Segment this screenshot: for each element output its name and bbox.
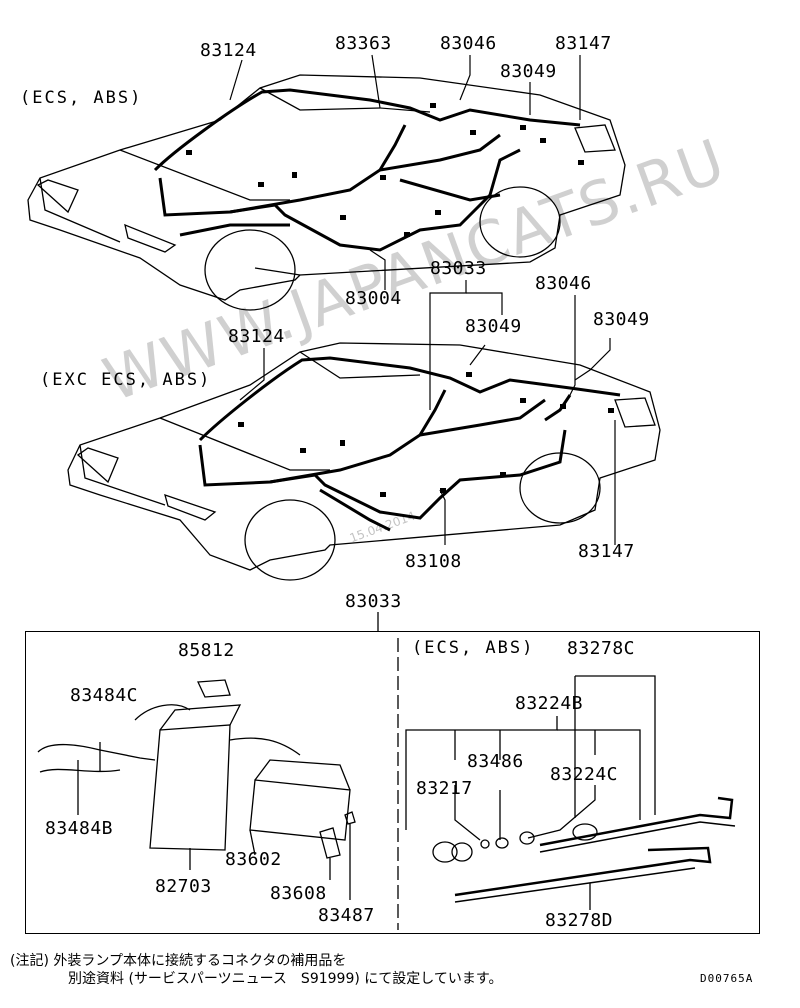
- part-label-83484B[interactable]: 83484B: [45, 818, 114, 839]
- mid-variant-label: (EXC ECS, ABS): [40, 370, 212, 390]
- box-variant-label: (ECS, ABS): [412, 638, 535, 658]
- top-variant-label: (ECS, ABS): [20, 88, 143, 108]
- part-label-85812[interactable]: 85812: [178, 640, 235, 661]
- part-label-83608[interactable]: 83608: [270, 883, 327, 904]
- part-label-83049-top[interactable]: 83049: [500, 61, 557, 82]
- top-car-harness: [153, 88, 581, 252]
- part-label-83363[interactable]: 83363: [335, 33, 392, 54]
- leaders-mid: [239, 280, 616, 545]
- part-label-83124-mid[interactable]: 83124: [228, 326, 285, 347]
- junction-detail-box: [25, 631, 760, 934]
- part-label-83217[interactable]: 83217: [416, 778, 473, 799]
- part-label-83147-mid[interactable]: 83147: [578, 541, 635, 562]
- mid-car-harness: [198, 356, 621, 532]
- part-label-83487[interactable]: 83487: [318, 905, 375, 926]
- part-label-83278D[interactable]: 83278D: [545, 910, 614, 931]
- part-label-83049-mid-a[interactable]: 83049: [465, 316, 522, 337]
- part-label-83108[interactable]: 83108: [405, 551, 462, 572]
- diagram-code: D00765A: [700, 972, 754, 985]
- part-label-83224C[interactable]: 83224C: [550, 764, 619, 785]
- part-label-83033-box[interactable]: 83033: [345, 591, 402, 612]
- part-label-83147-top[interactable]: 83147: [555, 33, 612, 54]
- part-label-83224B[interactable]: 83224B: [515, 693, 584, 714]
- part-label-83486[interactable]: 83486: [467, 751, 524, 772]
- footnote-line-1: (注記) 外装ランプ本体に接続するコネクタの補用品を: [10, 953, 347, 969]
- part-label-83049-mid-b[interactable]: 83049: [593, 309, 650, 330]
- leaders-top: [229, 54, 581, 290]
- part-label-83004[interactable]: 83004: [345, 288, 402, 309]
- part-label-83484C[interactable]: 83484C: [70, 685, 139, 706]
- junction-parts: [37, 679, 356, 900]
- top-car-body: [27, 74, 626, 311]
- part-label-83278C[interactable]: 83278C: [567, 638, 636, 659]
- footnote-line-2: 別途資料 (サービスパーツニュース S91999) にて設定しています。: [68, 971, 503, 987]
- part-label-82703[interactable]: 82703: [155, 876, 212, 897]
- part-label-83602[interactable]: 83602: [225, 849, 282, 870]
- part-label-83124-top[interactable]: 83124: [200, 40, 257, 61]
- part-label-83033-mid[interactable]: 83033: [430, 258, 487, 279]
- part-label-83046-mid[interactable]: 83046: [535, 273, 592, 294]
- sensor-harness-parts: [405, 675, 736, 910]
- part-label-83046-top[interactable]: 83046: [440, 33, 497, 54]
